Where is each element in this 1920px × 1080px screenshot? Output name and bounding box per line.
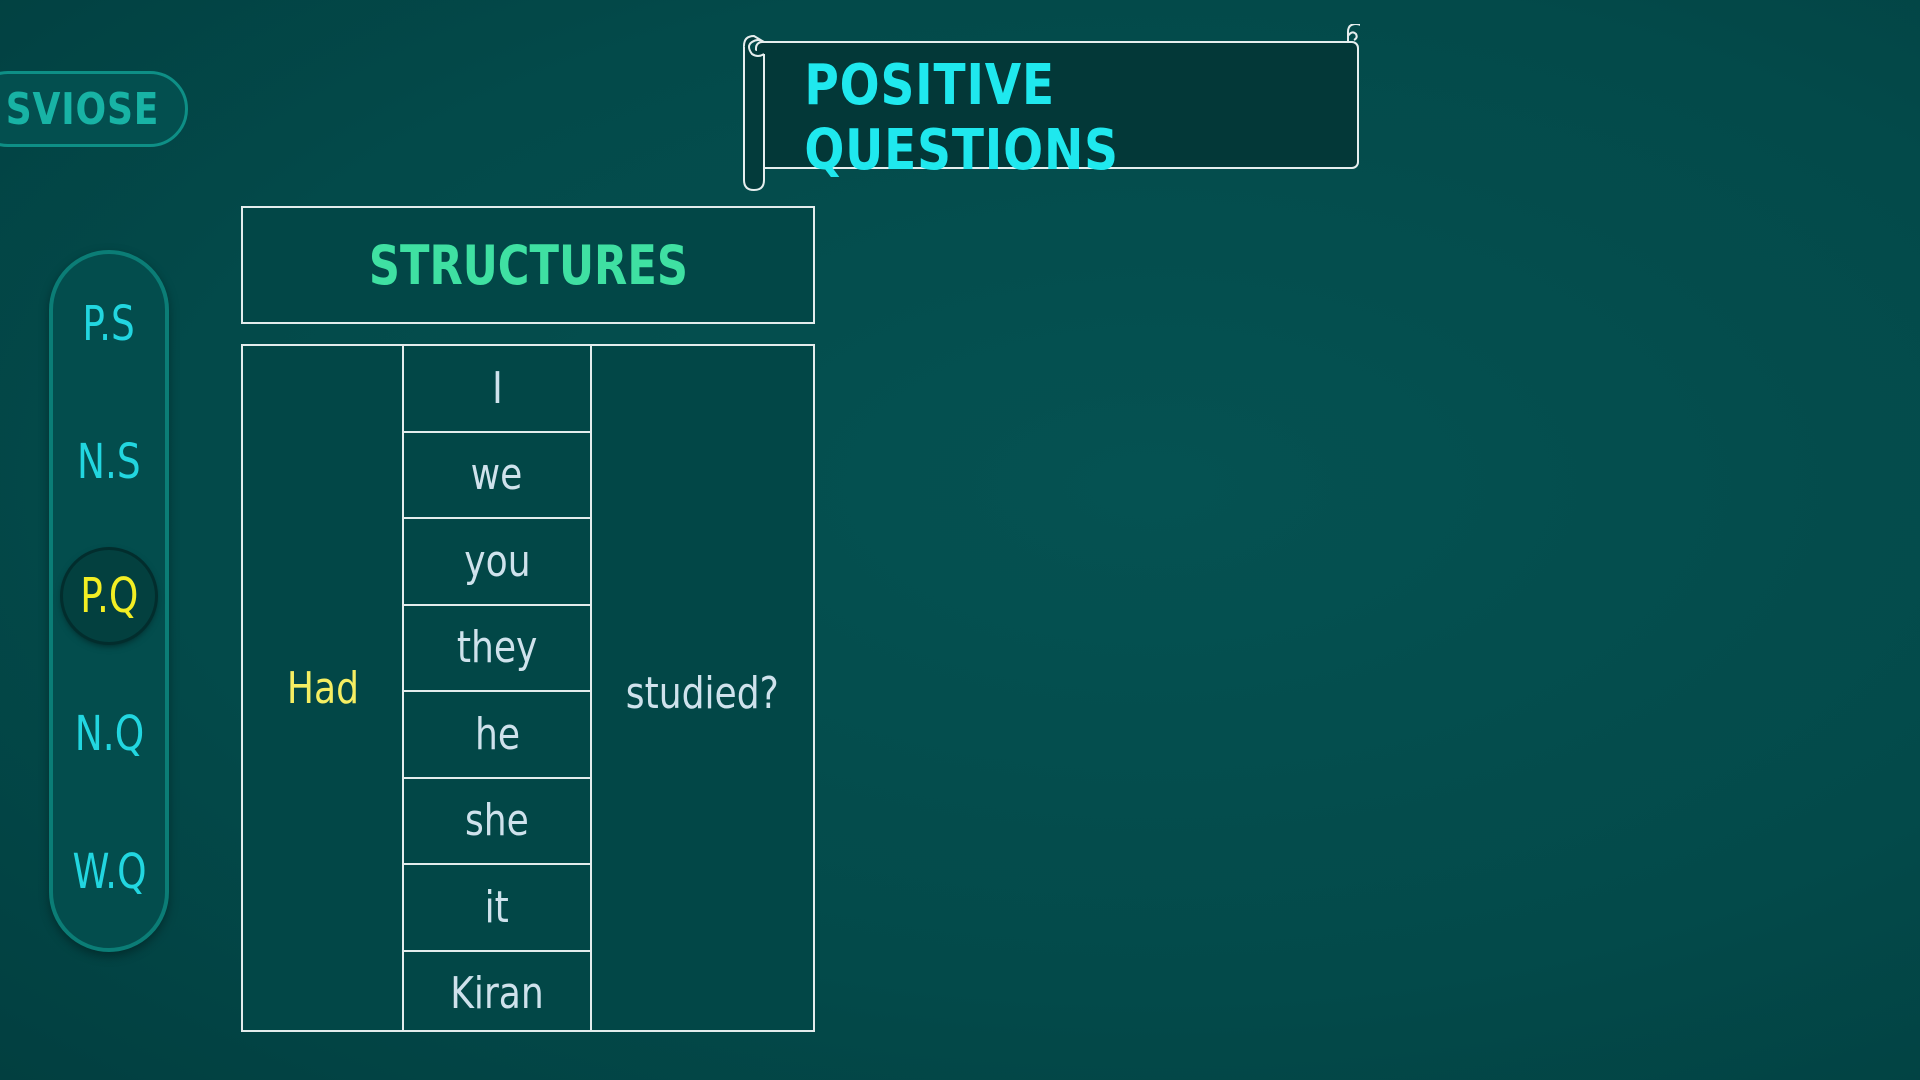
subject-column: I we you they he she it Kiran [404, 346, 592, 1030]
subject-cell: you [404, 519, 590, 606]
structure-table: Had I we you they he she it Kiran studie… [241, 344, 815, 1032]
tense-nav: P.S N.S P.Q N.Q W.Q [49, 250, 169, 952]
subject-cell: it [404, 865, 590, 952]
verb-cell: studied? [625, 667, 779, 719]
nav-item-nq[interactable]: N.Q [74, 706, 144, 762]
nav-item-pq[interactable]: P.Q [63, 550, 155, 642]
brand-label: SVIOSE [5, 83, 159, 135]
scroll-banner-shape [743, 24, 1360, 192]
title-banner: POSITIVE QUESTIONS [734, 24, 1360, 194]
subject-cell: Kiran [450, 968, 544, 1020]
nav-item-ns[interactable]: N.S [77, 434, 141, 490]
page-title: POSITIVE QUESTIONS [804, 53, 1119, 183]
nav-item-ps[interactable]: P.S [82, 296, 136, 352]
structures-heading: STRUCTURES [241, 206, 815, 324]
subject-cell: he [404, 692, 590, 779]
subject-cell: she [404, 779, 590, 865]
subject-cell: we [404, 433, 590, 519]
auxiliary-cell: Had [243, 346, 404, 1030]
brand-logo: SVIOSE [0, 71, 188, 147]
nav-item-wq[interactable]: W.Q [71, 844, 147, 900]
subject-cell: I [404, 346, 590, 433]
subject-cell: they [404, 606, 590, 692]
